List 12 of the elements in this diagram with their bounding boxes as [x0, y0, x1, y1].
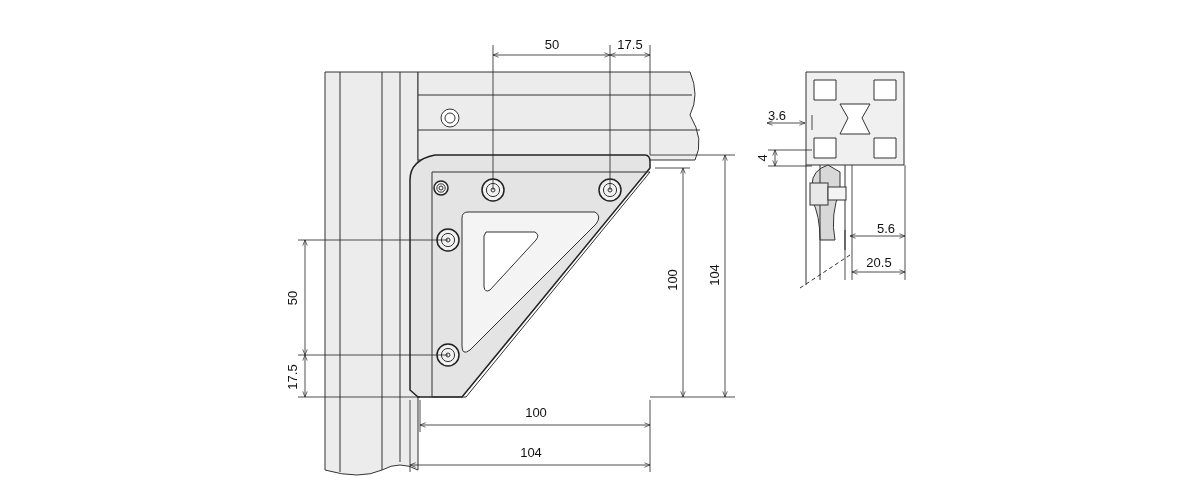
dimension-label: 100 — [665, 269, 679, 291]
dimension-label: 100 — [525, 405, 547, 419]
dimension-label: 17.5 — [285, 364, 299, 390]
dimension-label: 20.5 — [866, 255, 892, 269]
dimension-label: 50 — [285, 290, 299, 306]
dimension-label: 104 — [707, 264, 721, 286]
dimension-label: 4 — [755, 154, 769, 162]
dimension-label: 17.5 — [617, 37, 643, 51]
dimension-label: 104 — [520, 445, 542, 459]
dimension-label: 3.6 — [767, 108, 787, 122]
dimension-label: 5.6 — [876, 221, 896, 235]
dimension-label: 50 — [544, 37, 560, 51]
